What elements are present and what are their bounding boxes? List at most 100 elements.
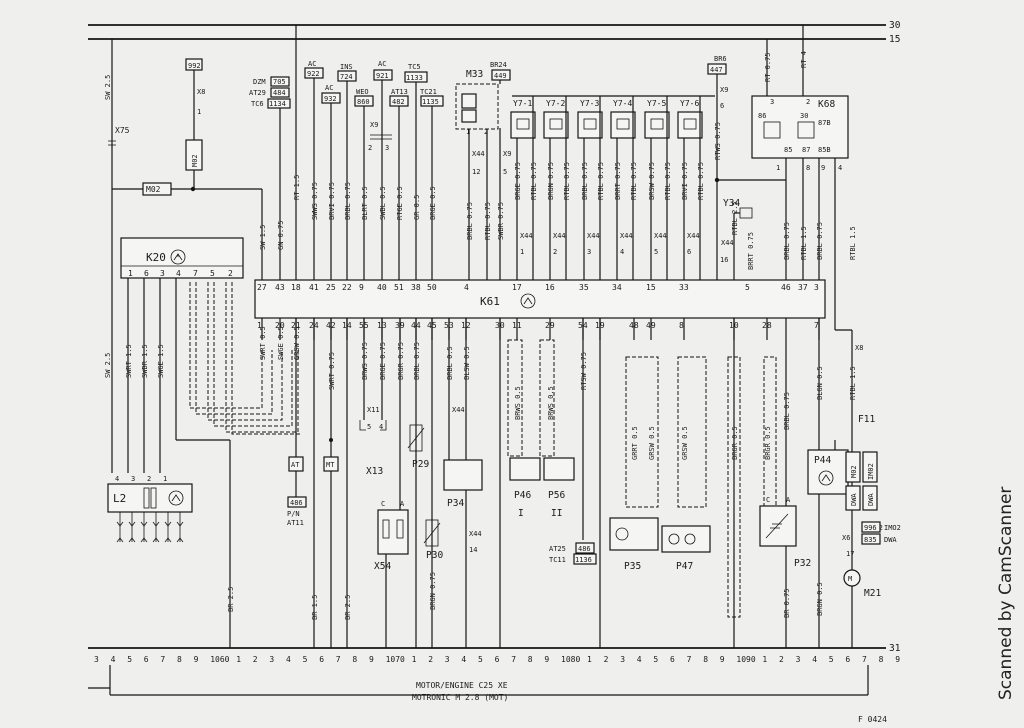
imo2-relay-1-label: M02	[850, 465, 858, 478]
upper-wire-label: RTBL 0.75	[563, 162, 571, 200]
grid-number: 2	[604, 655, 609, 664]
upper-wire-label: BRSW 0.75	[648, 162, 656, 200]
upper-wire-label: BRGN 0.75	[547, 162, 555, 200]
x54-pin-a: A	[400, 500, 405, 508]
upper-wire-label: RTWS 0.75	[714, 122, 722, 160]
k61-control-icon	[520, 293, 536, 309]
imo2-relay-2	[862, 451, 878, 483]
k68-bottom-8: 8	[806, 164, 810, 172]
x54-label: X54	[374, 561, 391, 572]
upper-wire-label: RTBL 0.75	[530, 162, 538, 200]
ref-at25-no: 486	[578, 545, 591, 553]
k61-bottom-pin: 8	[679, 321, 684, 330]
grid-number: 1070	[386, 655, 405, 664]
p30-diag	[423, 522, 441, 544]
sensor-p46: P46 I	[507, 339, 541, 519]
upper-wire-label: BRBL 0.75	[581, 162, 589, 200]
l2-spark-leads	[119, 512, 181, 542]
sensor-p34: X44 P34 X44 14	[443, 318, 483, 648]
injector-connector-pin: 1	[520, 248, 524, 256]
imo2-relay-1	[845, 451, 861, 483]
ref-ac3-box	[373, 69, 393, 81]
ref-dzm: DZM	[253, 78, 266, 86]
upper-wire-label: RT 1.5	[293, 175, 301, 200]
imo2-label-v: M02	[191, 154, 199, 167]
lower-wire-label: SWRT 1.5	[125, 344, 133, 378]
grid-number: 5	[653, 655, 658, 664]
injector-connector-pin: 6	[687, 248, 691, 256]
dwa-relay-1	[845, 485, 861, 511]
injector-body	[677, 111, 703, 139]
injector-coil	[683, 118, 697, 130]
k68-n6: 6	[720, 102, 724, 110]
upper-wire-label: RTBL 0.75	[597, 162, 605, 200]
grid-number: 6	[670, 655, 675, 664]
m21-label: M21	[864, 588, 881, 599]
y34-coil	[739, 207, 753, 219]
x54-element-2	[396, 519, 404, 539]
p32-pin-c: C	[766, 496, 770, 504]
ref-dzm-box	[270, 76, 290, 87]
grid-number: 2	[779, 655, 784, 664]
p56-cyl: II	[551, 508, 562, 519]
p32-pin-a: A	[786, 496, 791, 504]
gearbox-switches: AT 486 P/N AT11 MT BR 1.5 BR 2.5 BR 2.5	[227, 318, 352, 648]
k68-pin-2: 2	[806, 98, 810, 106]
y34-label: Y34	[723, 198, 740, 209]
k68-rt075: RT 0.75	[764, 52, 772, 82]
ref-tc6-box	[267, 98, 291, 109]
m33-coil	[461, 93, 477, 109]
page-number: F 0424	[858, 715, 887, 724]
rail-15-label: 15	[889, 34, 900, 45]
upper-wire-label: GR 0.5	[413, 195, 421, 220]
p35-sensor-icon	[615, 527, 629, 541]
grid-number: 3	[94, 655, 99, 664]
m33-n12: 12	[472, 168, 480, 176]
ref-weo-no: 860	[357, 98, 370, 106]
l2-spark-arrows	[116, 521, 184, 543]
ref-tc11-box	[573, 553, 597, 565]
k20-pin-6: 6	[144, 269, 149, 278]
ref-ac1: AC	[308, 60, 316, 68]
grid-number: 6	[495, 655, 500, 664]
k61-top-pin: 9	[359, 283, 364, 292]
k61-top-pin: 18	[291, 283, 301, 292]
k68-pin-86: 86	[758, 112, 766, 120]
ref-tc11: TC11	[549, 556, 566, 564]
grid-number: 8	[528, 655, 533, 664]
injector-connector: X44	[687, 232, 700, 240]
injector-body	[510, 111, 536, 139]
connector-x11: X11	[367, 406, 380, 414]
k68-pin-30: 30	[800, 112, 808, 120]
ref-at29-no: 484	[273, 89, 286, 97]
x13-pin-5: 5	[367, 423, 371, 431]
ref-br6: BR6	[714, 55, 727, 63]
p35-shield	[625, 356, 659, 508]
injector-connector-pin: 4	[620, 248, 624, 256]
upper-wire-label: SWWS 0.75	[311, 182, 319, 220]
grid-number: 3	[269, 655, 274, 664]
lower-wire-label: BLGN 0.5	[816, 366, 824, 400]
fuel-pump-circuit: X8 F11 M02 IM02 DWA DWA IMO2 996 IMO2 83…	[842, 344, 901, 599]
upper-wire-label: BRRT 0.75	[747, 232, 755, 270]
lower-wire-label: SWGE 1.5	[157, 344, 165, 378]
grid-number: 9	[544, 655, 549, 664]
lower-wire-label: SWRT 0.5	[259, 326, 267, 360]
injector-coil	[583, 118, 597, 130]
l2-pin-2: 2	[147, 475, 151, 483]
lower-wire-label: RTSW 0.75	[580, 352, 588, 390]
connector-x75-mark	[108, 140, 116, 146]
imo2-box-h	[142, 182, 172, 196]
injector-label: Y7-5	[647, 99, 666, 108]
module-k20: K20 1 6 3 4 7 5 2	[120, 237, 244, 279]
upper-wire-label: SW 1.5	[259, 225, 267, 250]
p30-label: P30	[426, 550, 443, 561]
k68-rt4: RT 4	[800, 51, 808, 68]
ref-ins-no: 724	[340, 73, 353, 81]
grid-number: 3	[445, 655, 450, 664]
m21-motor-glyph: M	[848, 575, 852, 583]
lower-wire-label: GRSW 0.5	[648, 426, 656, 460]
k20-pin-2: 2	[228, 269, 233, 278]
grid-number: 1090	[736, 655, 755, 664]
